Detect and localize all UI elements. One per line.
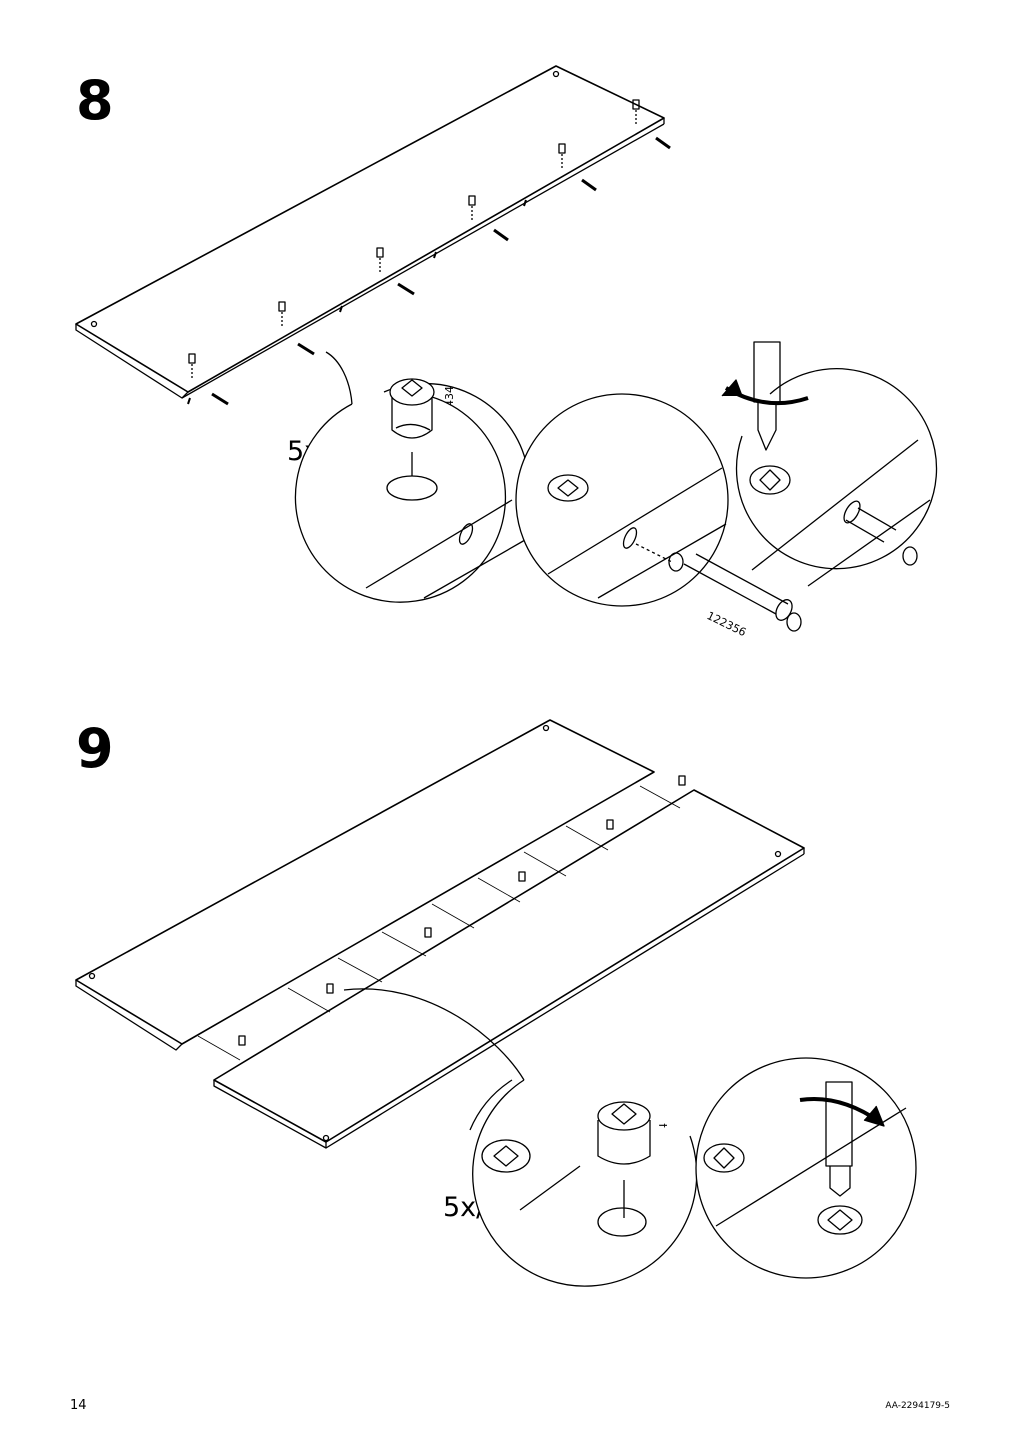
step-8-detail-tighten [721, 341, 938, 587]
step-9-joint-guides [197, 785, 681, 1061]
step-9-detail-tighten [695, 1057, 917, 1279]
step-8-cam-locks [188, 99, 640, 380]
step-8-panel [75, 65, 665, 399]
step-8-detail-dowel [515, 393, 802, 632]
step-9-cam-locks [238, 775, 686, 1046]
step-8-number: 8 [76, 69, 114, 132]
document-code: AA-2294179-5 [885, 1401, 950, 1411]
page-number: 14 [70, 1398, 87, 1413]
step-9-back-panel [75, 719, 655, 1051]
step-8-dowels [187, 136, 671, 406]
step-9-number: 9 [76, 717, 114, 780]
step-8-detail-cam-lock [294, 351, 529, 603]
step-9-front-panel [213, 789, 805, 1149]
step-9-detail-cam-lock [343, 988, 698, 1287]
